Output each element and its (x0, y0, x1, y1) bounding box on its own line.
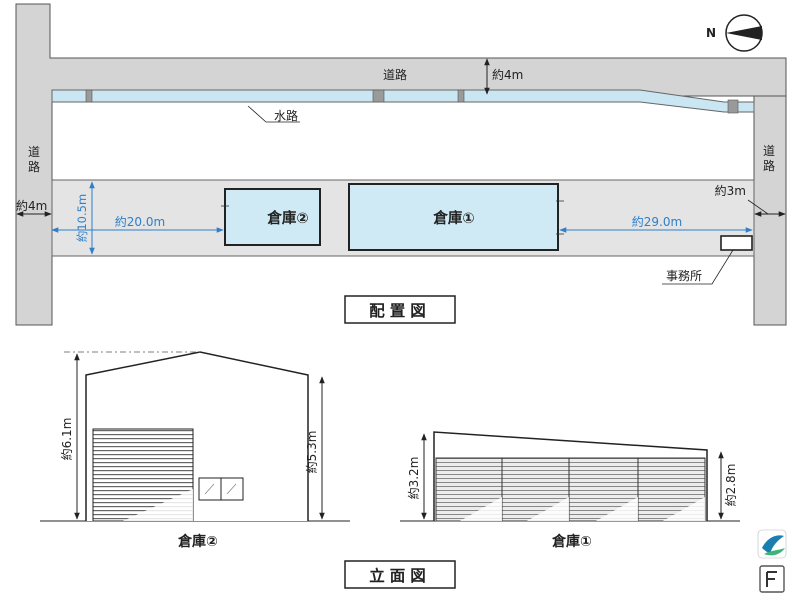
road-right-label-1: 道 (763, 144, 775, 158)
leader-line-office (662, 249, 734, 285)
site-plan-title-box (344, 295, 456, 324)
road-right-label-2: 路 (763, 158, 775, 173)
waterway-label: 水路 (274, 108, 298, 123)
waterway (51, 89, 755, 113)
warehouse-1-footprint (348, 183, 559, 251)
left-setback-label: 約20.0m (115, 214, 165, 229)
document-logo-icon (759, 565, 785, 593)
road-left-label-1: 道 (28, 145, 40, 159)
bay-light-reflection (460, 497, 502, 521)
shutter-light-reflection (123, 489, 193, 521)
site-plan: 道路 約4m 水路 道 路 約4m 道 路 約3m 約10.5m 約20.0m … (15, 3, 787, 326)
warehouse-2-label: 倉庫② (266, 209, 308, 227)
road-top-width-label: 約4m (492, 67, 523, 82)
waterway-bridge (457, 89, 465, 103)
low-side-height-label: 約2.8m (723, 464, 738, 507)
window-glare (204, 483, 215, 495)
office-footprint (720, 235, 753, 251)
office-label: 事務所 (666, 269, 702, 283)
north-compass-icon: N (706, 14, 763, 52)
warehouse-1-elevation-label: 倉庫① (551, 533, 592, 550)
elevations: 約6.1m 約5.3m 倉庫② 約3.2m 約2.8m 倉庫① 立面図 (40, 351, 740, 589)
elevation-title-box (344, 560, 456, 589)
road-left-width-label: 約4m (16, 198, 47, 213)
waterway-bridge (372, 89, 385, 103)
warehouse-2-elevation-label: 倉庫② (177, 533, 218, 550)
road-right (753, 95, 787, 326)
right-setback-label: 約29.0m (632, 214, 682, 229)
road-top-label: 道路 (383, 67, 407, 82)
leader-line-waterway (247, 105, 300, 123)
road-left-label-2: 路 (28, 159, 40, 174)
waterway-bridge (85, 89, 93, 103)
ridge-height-label: 約6.1m (59, 418, 74, 461)
elevation-title: 立面図 (369, 566, 431, 585)
north-label: N (706, 26, 716, 40)
road-right-width-label: 約3m (715, 183, 746, 198)
leader-line-right-road (747, 199, 769, 215)
site-plan-title: 配置図 (369, 302, 431, 320)
warehouse-1-label: 倉庫① (432, 209, 474, 227)
waterway-bridge (727, 99, 739, 114)
bay-light-reflection (663, 497, 705, 521)
window-glare (226, 483, 237, 495)
site-depth-label: 約10.5m (75, 194, 89, 242)
bay-light-reflection (596, 497, 638, 521)
eave-height-label: 約5.3m (304, 431, 319, 474)
warehouse-1-elevation: 約3.2m 約2.8m 倉庫① (400, 431, 740, 550)
warehouse-2-elevation: 約6.1m 約5.3m 倉庫② (40, 351, 350, 550)
high-side-height-label: 約3.2m (406, 457, 421, 500)
bay-light-reflection (527, 497, 569, 521)
publisher-logo-icon (757, 529, 787, 559)
warehouse-2-footprint (224, 188, 321, 246)
